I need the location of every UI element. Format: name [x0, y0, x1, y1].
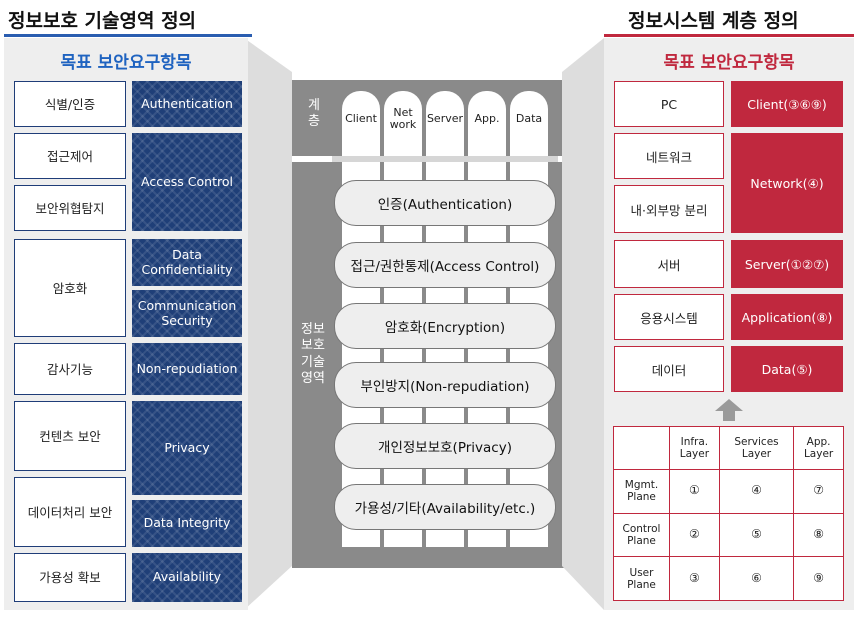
matrix-cell: ①: [669, 469, 720, 514]
matrix-cell: ⑥: [718, 556, 795, 601]
matrix-row-header: User Plane: [613, 556, 670, 601]
item-identification: 식별/인증: [14, 81, 126, 127]
column-label-data: Data: [515, 112, 543, 126]
pill-encryption: 암호화(Encryption): [334, 303, 556, 349]
matrix-row-header: Mgmt. Plane: [613, 469, 670, 514]
layer-server: Server(①②⑦): [731, 240, 843, 288]
system-data: 데이터: [614, 346, 724, 392]
pill-availability: 가용성/기타(Availability/etc.): [334, 484, 556, 530]
layer-network: Network(④): [731, 133, 843, 233]
column-label-server: Server: [426, 112, 464, 126]
item-audit: 감사기능: [14, 343, 126, 395]
system-application: 응용시스템: [614, 294, 724, 340]
matrix-col-header: Services Layer: [718, 426, 795, 470]
system-network: 네트워크: [614, 133, 724, 179]
matrix-table: Infra. Layer Services Layer App. Layer M…: [613, 426, 844, 601]
matrix-cell: ⑧: [793, 512, 844, 558]
system-network-separation: 내·외부망 분리: [614, 185, 724, 233]
cat-availability: Availability: [132, 553, 242, 602]
layer-data: Data(⑤): [731, 346, 843, 392]
matrix-cell: ④: [718, 469, 795, 514]
item-data-processing-security: 데이터처리 보안: [14, 477, 126, 547]
header-divider-shade: [332, 156, 558, 162]
header-divider: [292, 156, 568, 162]
matrix-cell: ⑤: [718, 512, 795, 558]
left-subheading: 목표 보안요구항목: [60, 53, 192, 73]
column-label-app: App.: [474, 112, 500, 126]
matrix-row-header: Control Plane: [613, 512, 670, 558]
pill-non-repudiation: 부인방지(Non-repudiation): [334, 362, 556, 408]
pill-authentication: 인증(Authentication): [334, 180, 556, 226]
item-threat-detection: 보안위협탐지: [14, 185, 126, 231]
right-heading-underline: [604, 34, 854, 37]
column-label-client: Client: [345, 112, 377, 126]
matrix-cell: ⑨: [793, 556, 844, 601]
cat-communication-security: Communication Security: [132, 290, 242, 337]
cat-authentication: Authentication: [132, 81, 242, 127]
item-access-control: 접근제어: [14, 133, 126, 179]
left-heading: 정보보호 기술영역 정의: [8, 10, 197, 32]
system-pc: PC: [614, 81, 724, 127]
cat-non-repudiation: Non-repudiation: [132, 343, 242, 395]
cat-data-integrity: Data Integrity: [132, 500, 242, 547]
right-subheading: 목표 보안요구항목: [663, 53, 795, 73]
system-server: 서버: [614, 240, 724, 288]
left-connector: [244, 38, 292, 610]
layer-client: Client(③⑥⑨): [731, 81, 843, 127]
matrix-col-header: Infra. Layer: [669, 426, 720, 470]
up-arrow-icon: [715, 399, 743, 421]
left-heading-underline: [4, 34, 252, 37]
domain-label: 정보 보호 기술 영역: [301, 322, 325, 386]
matrix-col-header: App. Layer: [793, 426, 844, 470]
item-availability-assurance: 가용성 확보: [14, 553, 126, 602]
cat-privacy: Privacy: [132, 401, 242, 495]
cat-data-confidentiality: Data Confidentiality: [132, 239, 242, 286]
column-label-network: Net work: [389, 106, 417, 131]
pill-access-control: 접근/권한통제(Access Control): [334, 242, 556, 288]
plane-layer-matrix: Infra. Layer Services Layer App. Layer M…: [613, 426, 844, 601]
cat-access-control: Access Control: [132, 133, 242, 231]
right-connector: [562, 38, 604, 610]
layer-label: 계 층: [308, 98, 320, 130]
layer-application: Application(⑧): [731, 294, 843, 340]
matrix-cell: ②: [669, 512, 720, 558]
item-content-security: 컨텐츠 보안: [14, 401, 126, 471]
matrix-cell: ⑦: [793, 469, 844, 514]
right-heading: 정보시스템 계층 정의: [628, 10, 799, 32]
pill-privacy: 개인정보보호(Privacy): [334, 423, 556, 469]
matrix-corner: [613, 426, 670, 470]
item-encryption: 암호화: [14, 239, 126, 337]
matrix-cell: ③: [669, 556, 720, 601]
